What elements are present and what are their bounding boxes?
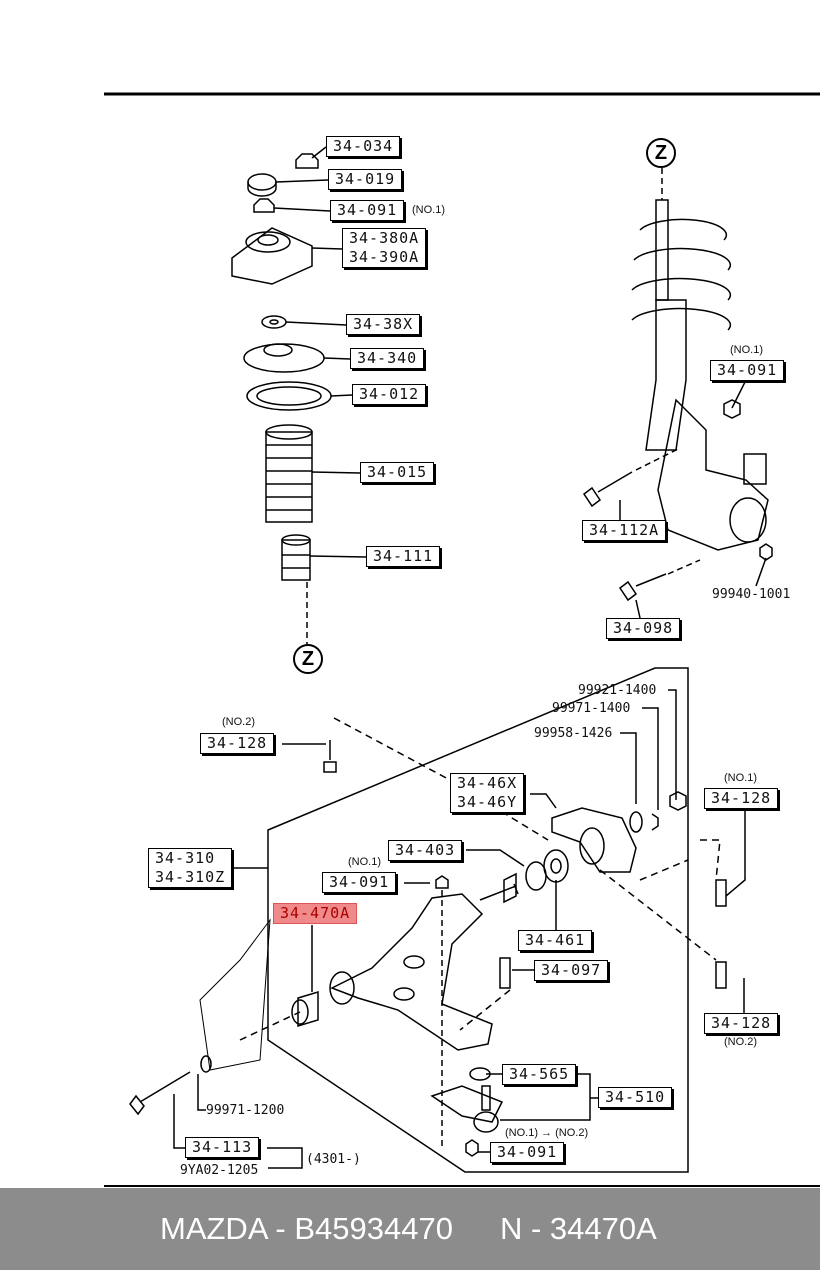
part-number[interactable]: 9YA02-1205 xyxy=(180,1163,259,1178)
part-label[interactable]: 34-113 xyxy=(185,1137,260,1158)
note: (NO.2) xyxy=(724,1036,757,1048)
note: (NO.1) xyxy=(724,772,757,784)
part-label[interactable]: 34-340 xyxy=(350,348,425,369)
part-label[interactable]: 34-098 xyxy=(606,618,681,639)
part-label[interactable]: 34-015 xyxy=(360,462,435,483)
part-label-line: 34-46X xyxy=(457,774,518,792)
z-marker: Z xyxy=(293,644,323,674)
part-label[interactable]: 34-091 xyxy=(710,360,785,381)
note: (NO.1) → (NO.2) xyxy=(505,1127,589,1139)
part-number[interactable]: 99971-1400 xyxy=(552,701,631,716)
part-number[interactable]: 99940-1001 xyxy=(712,587,791,602)
diagram-reference: N - 34470A xyxy=(500,1211,657,1246)
part-label-line: 34-380A xyxy=(349,229,420,247)
part-label[interactable]: 34-112A xyxy=(582,520,667,541)
part-label[interactable]: 34-461 xyxy=(518,930,593,951)
brand-part-number: MAZDA - B45934470 xyxy=(160,1211,453,1246)
z-marker: Z xyxy=(646,138,676,168)
part-label[interactable]: 34-510 xyxy=(598,1087,673,1108)
part-label-highlighted[interactable]: 34-470A xyxy=(273,903,358,924)
part-number[interactable]: 99971-1200 xyxy=(206,1103,285,1118)
part-label[interactable]: 34-012 xyxy=(352,384,427,405)
part-label[interactable]: 34-403 xyxy=(388,840,463,861)
part-label[interactable]: 34-128 xyxy=(704,1013,779,1034)
part-label-line: 34-46Y xyxy=(457,793,518,811)
footer-bar: MAZDA - B45934470 N - 34470A xyxy=(0,1188,820,1270)
part-label-line: 34-310Z xyxy=(155,868,226,886)
part-label[interactable]: 34-091 xyxy=(490,1142,565,1163)
part-label[interactable]: 34-091 xyxy=(330,200,405,221)
part-label[interactable]: 34-097 xyxy=(534,960,609,981)
part-label[interactable]: 34-38X xyxy=(346,314,421,335)
part-label[interactable]: 34-111 xyxy=(366,546,441,567)
note: (NO.1) xyxy=(348,856,381,868)
part-number[interactable]: 99921-1400 xyxy=(578,683,657,698)
part-label[interactable]: 34-091 xyxy=(322,872,397,893)
part-label[interactable]: 34-128 xyxy=(200,733,275,754)
part-label[interactable]: 34-565 xyxy=(502,1064,577,1085)
note: (NO.1) xyxy=(730,344,763,356)
serial-range: (4301-) xyxy=(306,1152,361,1167)
part-label[interactable]: 34-034 xyxy=(326,136,401,157)
part-label-line: 34-390A xyxy=(349,248,420,266)
part-label-line: 34-310 xyxy=(155,849,216,867)
parts-diagram xyxy=(104,92,820,1187)
part-number[interactable]: 99958-1426 xyxy=(534,726,613,741)
note: (NO.2) xyxy=(222,716,255,728)
part-label[interactable]: 34-019 xyxy=(328,169,403,190)
note: (NO.1) xyxy=(412,204,445,216)
part-label[interactable]: 34-128 xyxy=(704,788,779,809)
